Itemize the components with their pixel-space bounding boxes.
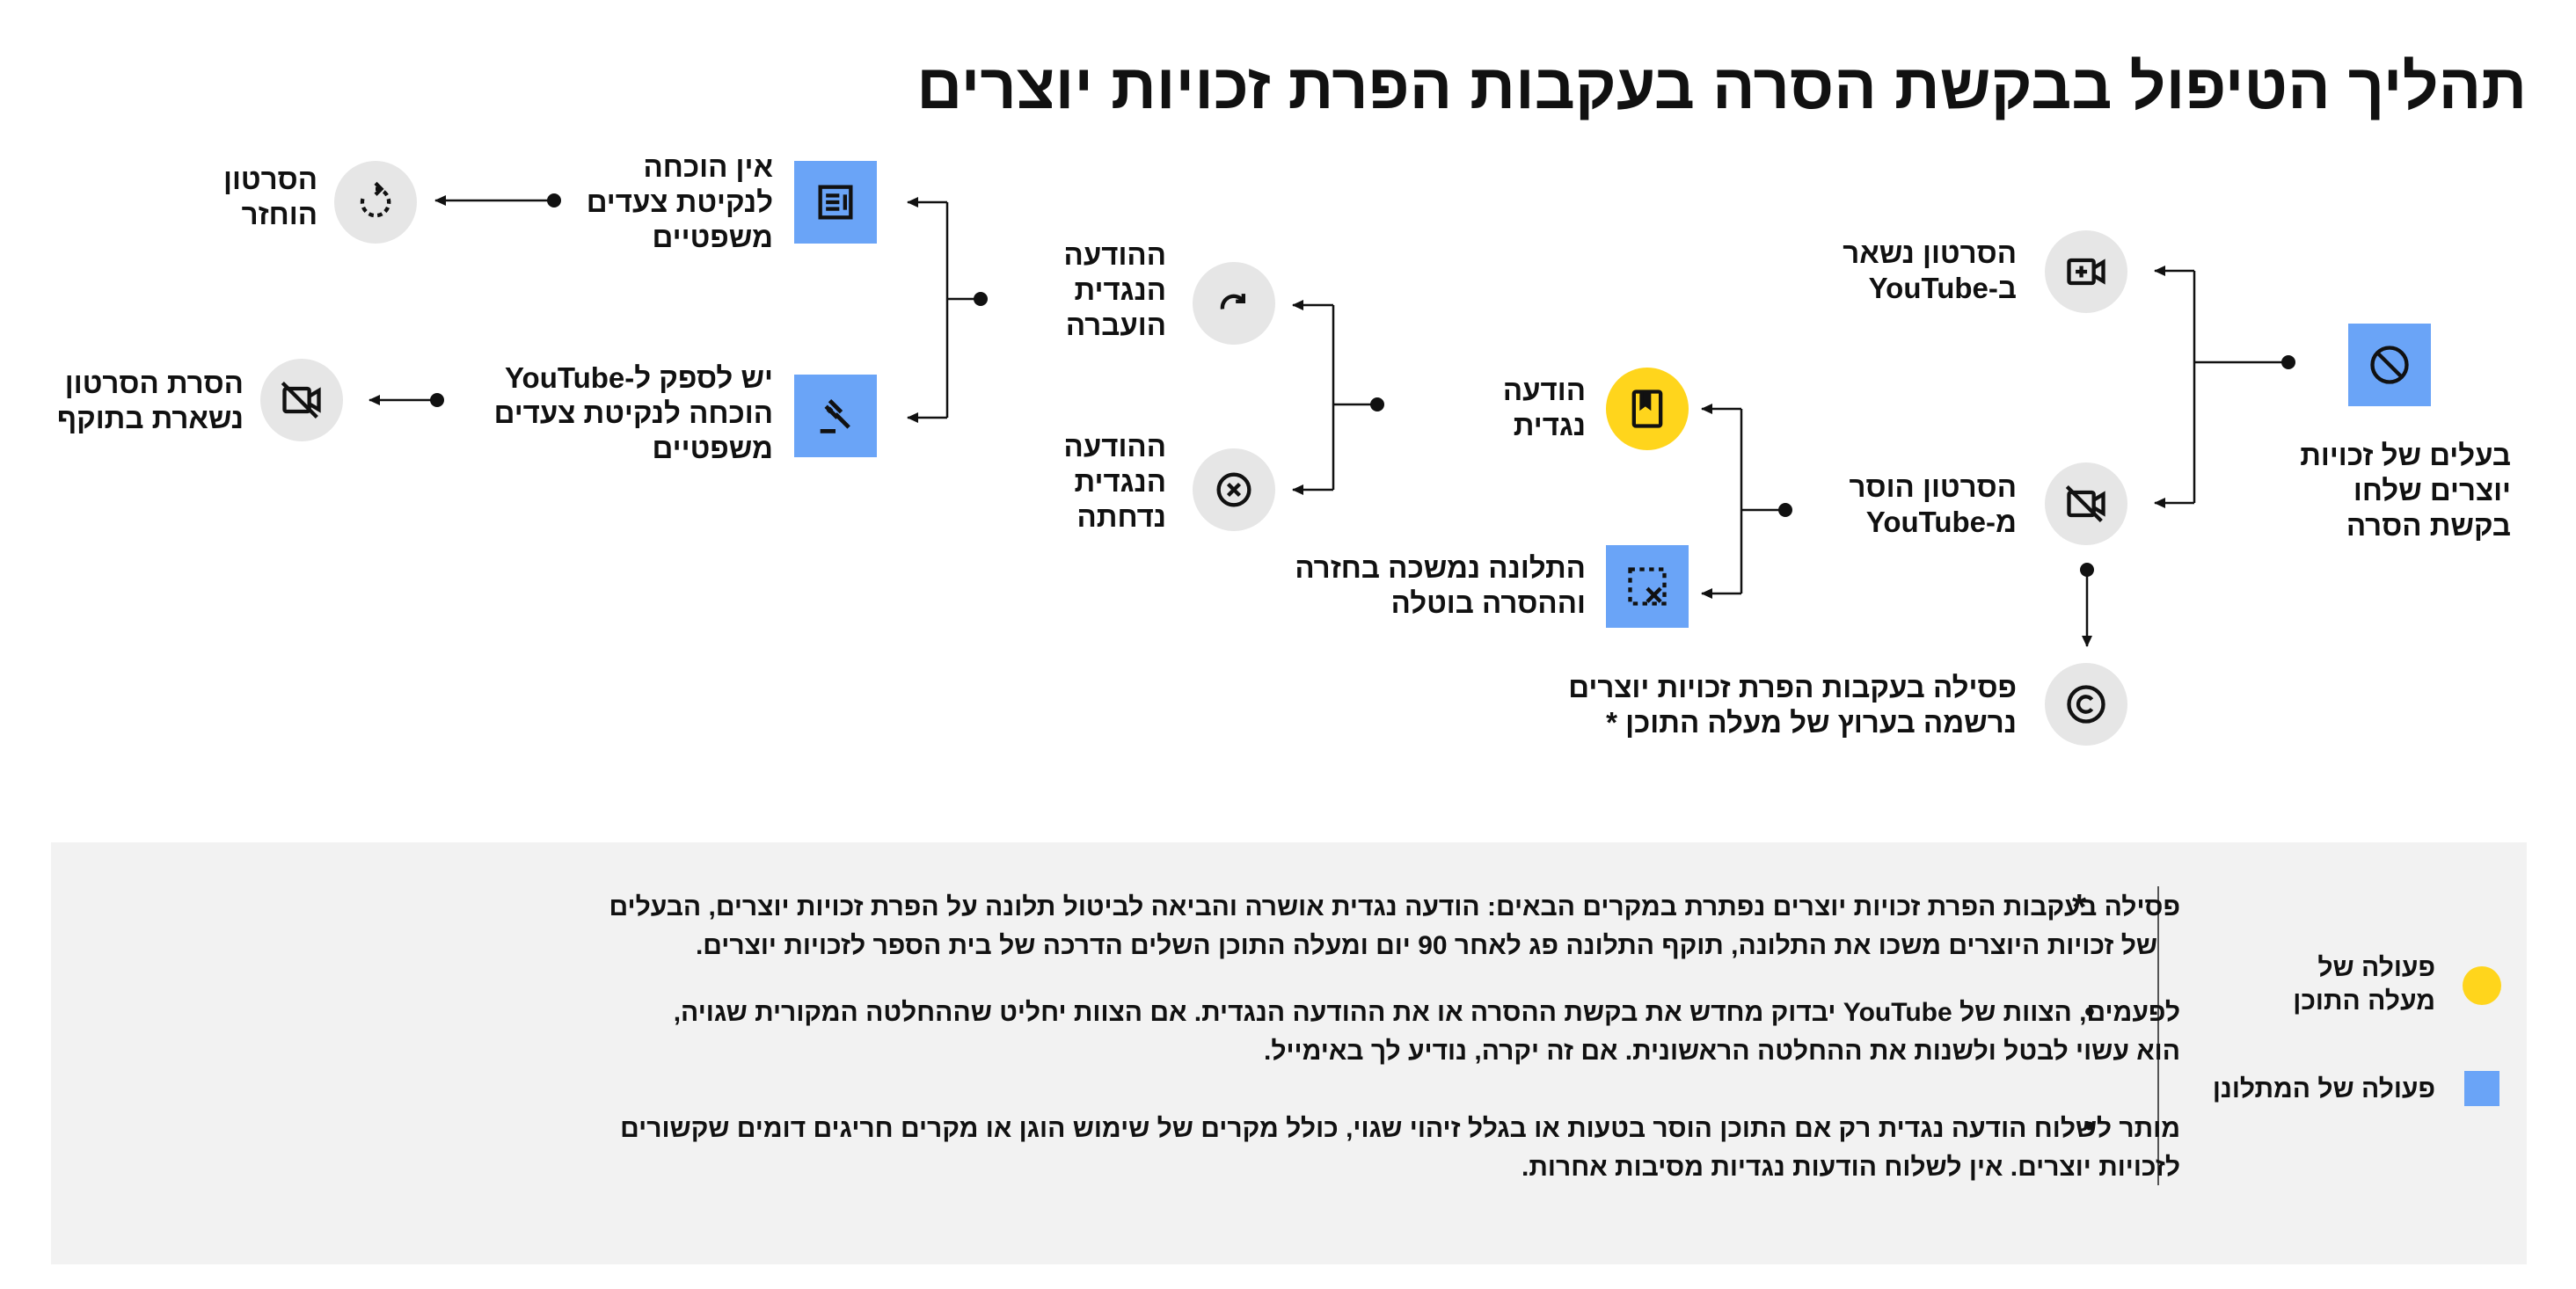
block-icon [2348, 324, 2431, 406]
node-counter-label: הודעה נגדית [1502, 374, 1586, 441]
selection-cancel-icon [1606, 545, 1689, 628]
video-add-icon [2045, 230, 2127, 313]
node-restored-label: הסרטון הוחזר [223, 163, 317, 230]
gavel-icon [794, 375, 877, 457]
panel-divider [2157, 886, 2159, 1185]
legend-claimant-swatch [2464, 1071, 2499, 1106]
node-removed-label: הסרטון הוסר מ-YouTube [1849, 470, 2017, 538]
node-no-evidence-label: אין הוכחה לנקיטת צעדים משפטיים [586, 150, 773, 253]
notes-panel [51, 842, 2527, 1264]
node-stays-label: הסרטון נשאר ב-YouTube [1843, 237, 2017, 304]
node-has-evidence-label: יש לספק ל-YouTube הוכחה לנקיטת צעדים משפ… [493, 361, 773, 464]
video-off-icon [260, 359, 343, 441]
legend-claimant-label: פעולה של המתלונן [2212, 1074, 2435, 1103]
node-removal-valid-label: הסרת הסרטון נשארת בתוקף [56, 367, 244, 434]
node-strike-label: פסילה בעקבות הפרת זכויות יוצרים נרשמה בע… [1568, 671, 2017, 739]
node-retracted-label: התלונה נמשכה בחזרה וההסרה בוטלה [1295, 551, 1586, 619]
node-owners-label: בעלים של זכויות יוצרים שלחו בקשת הסרה [2300, 439, 2511, 542]
note-star: * [2072, 886, 2087, 928]
bookmark-icon [1606, 368, 1689, 450]
video-off-icon [2045, 462, 2127, 545]
note-bullet: • [2084, 995, 2095, 1029]
note-counter-rules: מותר לשלוח הודעה נגדית רק אם התוכן הוסר … [620, 1114, 2180, 1182]
legend-uploader-swatch [2463, 966, 2501, 1005]
close-circle-icon [1193, 448, 1275, 531]
legend-uploader-label: פעולה של מעלה התוכן [2293, 953, 2435, 1016]
copyright-icon [2045, 663, 2127, 746]
restore-icon [334, 161, 417, 244]
redo-arrow-icon [1193, 262, 1275, 345]
note-youtube-review: לפעמים, הצוות של YouTube יבדוק מחדש את ב… [673, 998, 2180, 1066]
note-strike-resolution: פסילה בעקבות הפרת זכויות יוצרים נפתרת במ… [609, 892, 2180, 960]
note-bullet: • [2084, 1110, 2095, 1143]
node-rejected-label: ההודעה הנגדית נדחתה [1063, 430, 1166, 533]
page-title: תהליך הטיפול בבקשת הסרה בעקבות הפרת זכוי… [916, 52, 2527, 122]
article-icon [794, 161, 877, 244]
node-forwarded-label: ההודעה הנגדית הועברה [1063, 238, 1166, 341]
